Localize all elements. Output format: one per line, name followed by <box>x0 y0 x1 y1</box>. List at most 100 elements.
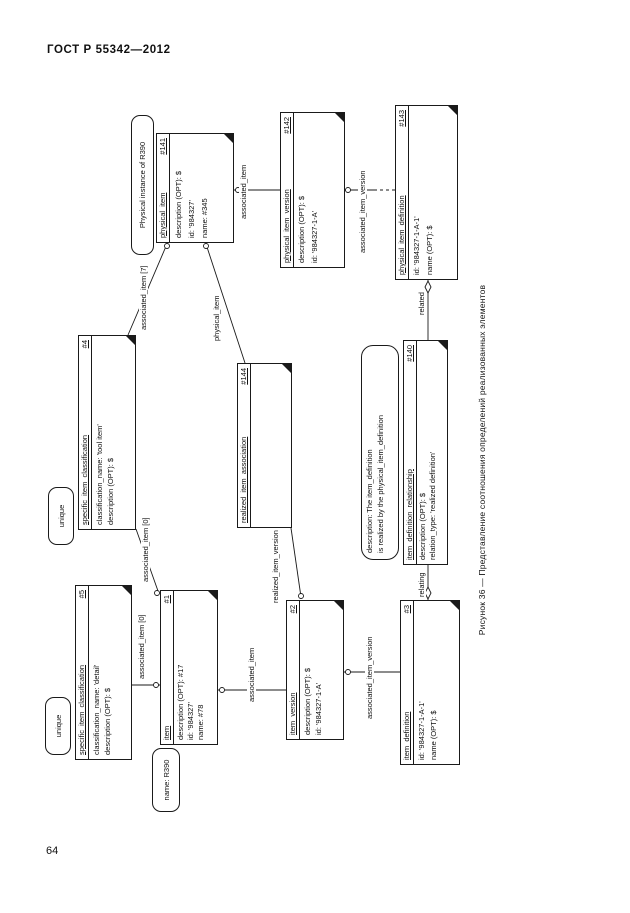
page-number: 64 <box>46 845 59 857</box>
box-title: specific_item_classification <box>77 664 86 755</box>
diamond-marker <box>424 585 432 601</box>
box-header: physical_item #141 <box>157 134 170 242</box>
box-title: physical_item <box>158 192 167 238</box>
note-unique: unique <box>45 697 71 755</box>
corner-triangle-icon <box>450 601 459 610</box>
attribute: description (OPT): $ <box>303 667 312 735</box>
attribute: name (OPT): $ <box>429 710 439 760</box>
attribute: name: #345 <box>200 198 210 238</box>
box-header: specific_item_classification #4 <box>79 336 92 529</box>
edge-label-associated-item-0: associated_item [0] <box>141 516 150 583</box>
box-header: realized_item_association #144 <box>238 364 251 527</box>
instance-box-item-definition: item_definition #3 id: '984327-1-A-1' na… <box>400 600 460 765</box>
box-number: #143 <box>397 110 406 127</box>
aggregation-circle <box>164 243 170 249</box>
box-number: #4 <box>80 340 89 349</box>
edge-label-associated-item-version: associated_item_version <box>358 169 367 254</box>
attribute: description (OPT): $ <box>174 170 183 238</box>
instance-box-physical-item-version: physical_item_version #142 description (… <box>280 112 345 268</box>
box-attributes: id: '984327-1-A-1' name (OPT): $ <box>409 106 439 279</box>
diamond-marker <box>424 279 432 295</box>
box-number: #142 <box>282 117 291 134</box>
edge-realized-item-version-b144-b2 <box>290 527 302 598</box>
attribute: description (OPT): #17 <box>176 664 185 740</box>
instance-box-specific-item-classification-5: specific_item_classification #5 classifi… <box>75 585 132 760</box>
attribute: relation_type: 'realized definition' <box>427 451 437 560</box>
corner-triangle-icon <box>282 364 291 373</box>
box-attributes: description (OPT): $ id: '984327' name: … <box>170 134 213 242</box>
box-header: item_definition_relationship #140 <box>404 341 417 564</box>
note-description: description: The item_definition is real… <box>361 345 399 560</box>
note-physical-instance: Physical instance of R390 <box>131 115 154 255</box>
attribute: id: '984327-1-A' <box>309 210 319 263</box>
instance-box-physical-item-definition: physical_item_definition #143 id: '98432… <box>395 105 458 280</box>
edge-label-related: related <box>417 291 426 316</box>
box-number: #3 <box>402 605 411 614</box>
box-title: physical_item_definition <box>397 195 406 275</box>
instance-box-specific-item-classification-4: specific_item_classification #4 classifi… <box>78 335 136 530</box>
edge-label-realized-item-version: realized_item_version <box>271 529 280 604</box>
attribute: id: '984327-1-A' <box>314 682 324 735</box>
box-header: physical_item_version #142 <box>281 113 294 267</box>
instance-box-item-version: item_version #2 description (OPT): $ id:… <box>286 600 344 740</box>
edge-label-associated-item-0: associated_item [0] <box>137 613 146 680</box>
box-number: #5 <box>77 590 86 599</box>
attribute: description (OPT): $ <box>418 492 427 560</box>
box-header: item #1 <box>161 591 174 744</box>
rotated-instance-diagram: unique unique name: R390 Physical instan… <box>40 100 510 820</box>
attribute: description (OPT): $ <box>103 687 113 755</box>
attribute: id: '984327' <box>187 200 197 238</box>
box-number: #140 <box>405 345 414 362</box>
corner-triangle-icon <box>122 586 131 595</box>
box-number: #2 <box>288 605 297 614</box>
aggregation-circle <box>345 669 351 675</box>
box-attributes: description (OPT): #17 id: '984327' name… <box>174 591 208 744</box>
attribute: id: '984327-1-A-1' <box>412 216 421 275</box>
box-title: specific_item_classification <box>80 434 89 525</box>
corner-triangle-icon <box>126 336 135 345</box>
corner-triangle-icon <box>448 106 457 115</box>
box-number: #144 <box>239 368 248 385</box>
box-attributes: classification_name: 'tool item' descrip… <box>92 336 119 529</box>
attribute: description (OPT): $ <box>106 457 116 525</box>
box-title: item_definition <box>402 711 411 760</box>
box-title: physical_item_version <box>282 189 291 263</box>
instance-box-realized-item-association: realized_item_association #144 <box>237 363 292 528</box>
note-description-line1: description: The item_definition <box>365 449 374 553</box>
box-title: item <box>162 725 171 740</box>
attribute: classification_name: 'detail' <box>92 664 101 755</box>
aggregation-circle <box>154 590 160 596</box>
corner-triangle-icon <box>224 134 233 143</box>
edge-label-associated-item-7: associated_item [7] <box>139 264 148 331</box>
edge-label-associated-item: associated_item <box>247 646 256 703</box>
box-title: realized_item_association <box>239 436 248 523</box>
box-title: item_definition_relationship <box>405 469 414 560</box>
box-header: specific_item_classification #5 <box>76 586 89 759</box>
attribute: name (OPT): $ <box>424 225 434 275</box>
box-header: physical_item_definition #143 <box>396 106 409 279</box>
box-header: item_definition #3 <box>401 601 414 764</box>
edge-label-associated-item: associated_item <box>239 163 248 220</box>
aggregation-circle <box>345 187 351 193</box>
corner-triangle-icon <box>208 591 217 600</box>
aggregation-circle <box>153 682 159 688</box>
box-attributes: description (OPT): $ id: '984327-1-A' <box>300 601 327 739</box>
attribute: description (OPT): $ <box>297 195 306 263</box>
standard-header: ГОСТ Р 55342—2012 <box>47 44 171 56</box>
attribute: id: '984327-1-A-1' <box>417 701 426 760</box>
diagram-edges <box>127 187 432 693</box>
box-attributes: description (OPT): $ id: '984327-1-A' <box>294 113 324 267</box>
box-number: #141 <box>158 138 167 155</box>
edge-label-physical-item: physical_item <box>212 294 221 342</box>
box-title: item_version <box>288 692 297 735</box>
edge-label-associated-item-version: associated_item_version <box>365 635 374 720</box>
instance-box-item-definition-relationship: item_definition_relationship #140 descri… <box>403 340 448 565</box>
edge-label-relating: relating <box>417 571 426 598</box>
box-number: #1 <box>162 595 171 604</box>
aggregation-circle <box>203 243 209 249</box>
box-attributes: classification_name: 'detail' descriptio… <box>89 586 116 759</box>
instance-box-item: item #1 description (OPT): #17 id: '9843… <box>160 590 218 745</box>
attribute: id: '984327' <box>186 702 196 740</box>
attribute: name: #78 <box>196 704 206 740</box>
